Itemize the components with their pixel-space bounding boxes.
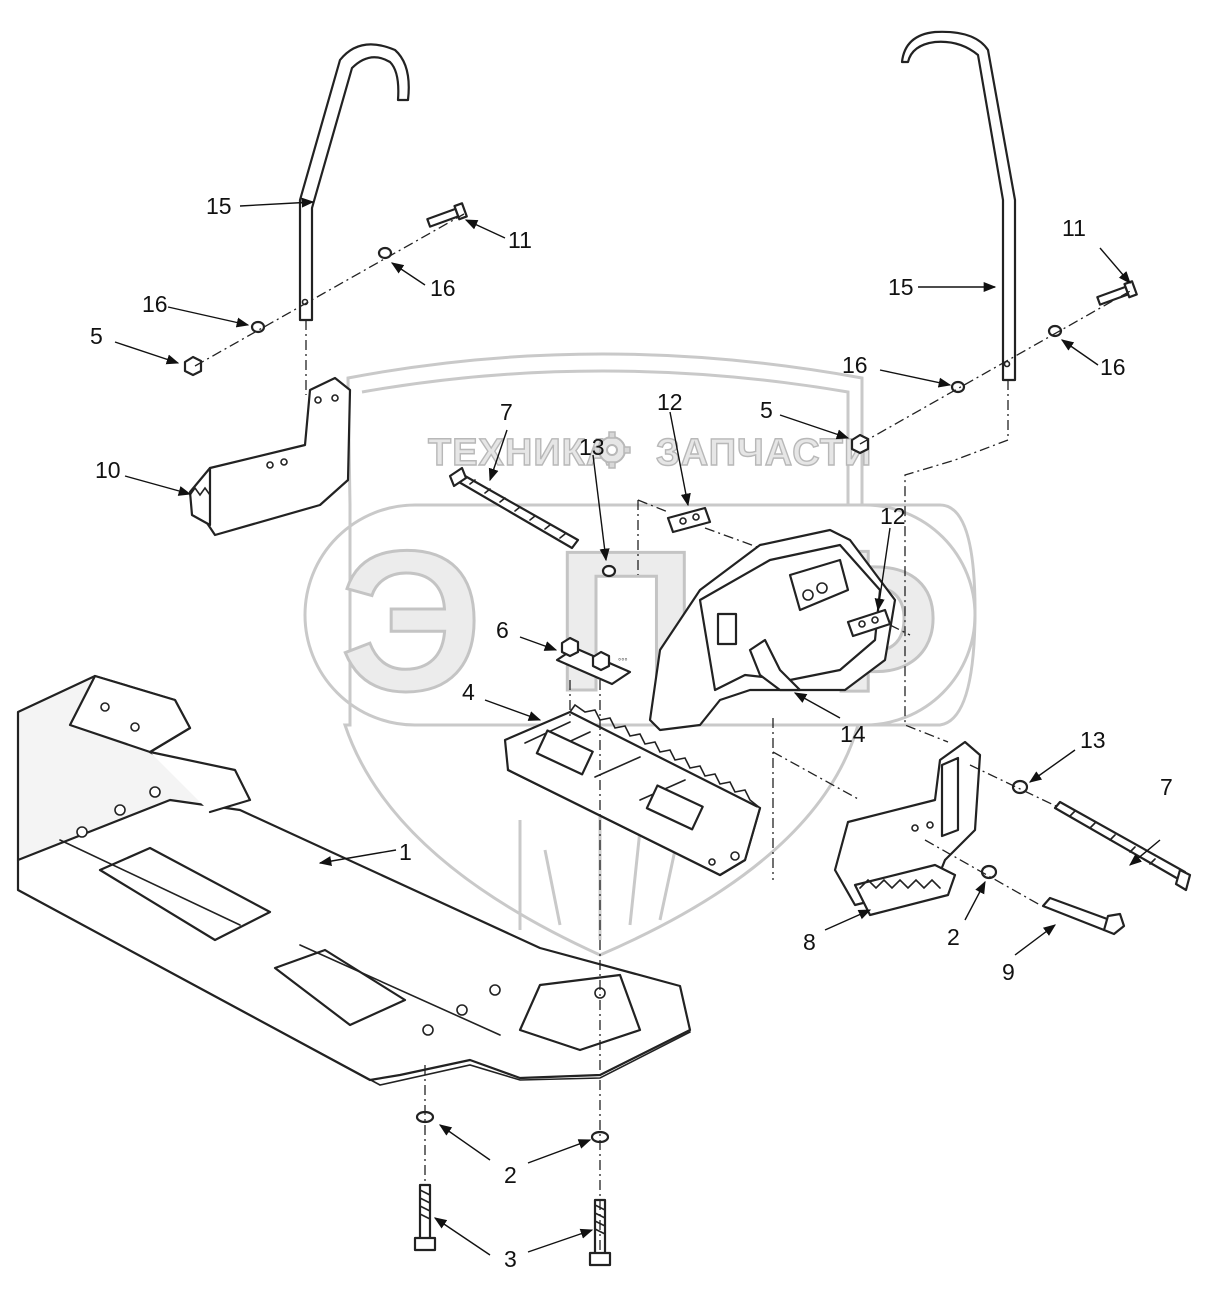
callout-5-right: 5	[760, 397, 773, 423]
right-hand-rail	[900, 30, 1017, 382]
callout-2-left: 2	[504, 1162, 517, 1188]
callout-3: 3	[504, 1246, 517, 1272]
bolt-7-right	[1053, 800, 1192, 892]
callout-9: 9	[1002, 959, 1015, 985]
nut-plate: °°°	[555, 636, 632, 686]
callouts: 1 2 2 3 4 5 5 6 7 7 8 9 10 11 11 12 12 1…	[90, 193, 1173, 1272]
washers	[250, 246, 1063, 1144]
callout-15-left: 15	[206, 193, 232, 219]
watermark-left-text: ТЕХНИКА	[428, 432, 614, 474]
callout-14: 14	[840, 721, 866, 747]
watermark-right-text: ЗАПЧАСТИ	[656, 432, 872, 474]
callout-13-right: 13	[1080, 727, 1106, 753]
callout-16-left: 16	[142, 291, 168, 317]
watermark-shield	[342, 352, 977, 957]
svg-text:°°°: °°°	[618, 657, 628, 666]
bolt-9	[1041, 896, 1126, 936]
callout-4: 4	[462, 679, 475, 705]
serrated-block	[503, 703, 762, 877]
leader-lines	[114, 197, 1161, 1256]
callout-12-right: 12	[880, 503, 906, 529]
callout-16-left-top: 16	[430, 275, 456, 301]
bolt-3-left	[413, 1183, 437, 1252]
callout-13-left: 13	[579, 434, 605, 460]
callout-12-left: 12	[657, 389, 683, 415]
bolt-11-right	[1096, 280, 1138, 306]
gear-icon	[593, 431, 631, 469]
watermark-shield-inner	[361, 369, 850, 505]
nuts	[183, 355, 870, 455]
assembly-lines	[194, 213, 1133, 1250]
right-step-bracket	[833, 740, 982, 917]
callout-5-left: 5	[90, 323, 103, 349]
base-plate	[16, 674, 692, 1086]
watermark-band	[303, 503, 977, 727]
callout-7-left: 7	[500, 399, 513, 425]
callout-16-right: 16	[842, 352, 868, 378]
bolt-11-left	[426, 202, 468, 228]
callout-16-right-far: 16	[1100, 354, 1126, 380]
callout-1: 1	[399, 839, 412, 865]
callout-8: 8	[803, 929, 816, 955]
left-hand-rail	[298, 43, 410, 322]
bolt-7-left	[448, 466, 580, 550]
callout-6: 6	[496, 617, 509, 643]
spacer-plates	[666, 506, 892, 638]
callout-7-right: 7	[1160, 774, 1173, 800]
counterweight	[648, 528, 897, 732]
callout-10: 10	[95, 457, 121, 483]
callout-2-right: 2	[947, 924, 960, 950]
callout-11-left: 11	[508, 227, 532, 253]
callout-15-right: 15	[888, 274, 914, 300]
left-step-bracket	[188, 376, 352, 537]
callout-11-right: 11	[1062, 215, 1086, 241]
